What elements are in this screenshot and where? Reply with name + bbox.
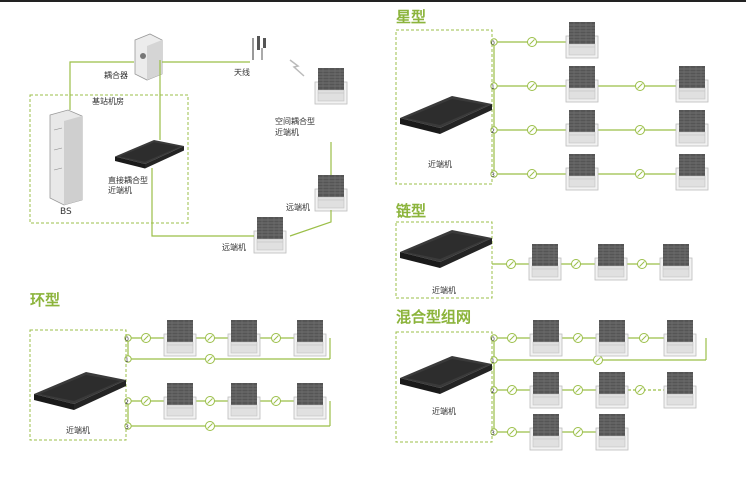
star-near-label: 近端机 (428, 159, 452, 169)
star-port-3: 3 (491, 172, 495, 179)
star-near-boundary (395, 29, 493, 185)
remote-label-a: 远端机 (286, 202, 310, 212)
hybrid-title: 混合型组网 (396, 308, 471, 326)
bs-room-boundary (29, 94, 189, 224)
bs-to-coupler-line (69, 61, 134, 110)
star-remote-unit (675, 65, 709, 103)
hybrid-port-3: 3 (491, 430, 495, 437)
ring-port-2: 2 (125, 399, 129, 406)
hybrid-port-1: 1 (491, 358, 495, 365)
remote-a-to-remote-b-line (289, 210, 332, 237)
direct-coupled-near-unit (115, 140, 184, 169)
top-border (0, 0, 746, 2)
chain-near-boundary (395, 221, 493, 299)
near-to-remote-b-line (151, 168, 254, 237)
ring-title: 环型 (30, 291, 60, 309)
ring-port-3: 3 (125, 424, 129, 431)
chain-remote-unit (659, 243, 693, 281)
hybrid-remote-unit (529, 371, 563, 409)
ring-remote-unit (227, 382, 261, 420)
wireless-signal-icon (289, 59, 305, 77)
bs-room-label: 基站机房 (92, 96, 124, 106)
chain-near-unit (400, 230, 492, 268)
ring-near-boundary (29, 329, 127, 441)
ring-remote-unit (163, 319, 197, 357)
ring-near-unit (34, 372, 126, 410)
hybrid-port-2: 2 (491, 388, 495, 395)
star-port-2: 2 (491, 128, 495, 135)
bs-label: BS (60, 207, 72, 217)
space-coupled-near-unit (314, 67, 348, 105)
chain-remote-unit (528, 243, 562, 281)
hybrid-remote-unit (663, 319, 697, 357)
star-title: 星型 (396, 8, 426, 26)
ring-port-0: 0 (125, 336, 129, 343)
coupler-device (134, 33, 163, 81)
star-remote-unit (565, 153, 599, 191)
antenna-icon (252, 36, 266, 60)
hybrid-near-unit (400, 356, 492, 394)
chain-near-label: 近端机 (432, 285, 456, 295)
ring-remote-unit (163, 382, 197, 420)
chain-topology-section: 链型 近端机 (395, 202, 693, 299)
space-coupled-label-1: 空间耦合型 (275, 116, 315, 126)
remote-unit-b (253, 216, 287, 254)
hybrid-port-0: 0 (491, 336, 495, 343)
star-remote-unit (675, 153, 709, 191)
chain-remote-unit (594, 243, 628, 281)
hybrid-near-label: 近端机 (432, 406, 456, 416)
hybrid-remote-unit (529, 319, 563, 357)
star-port-1: 1 (491, 84, 495, 91)
ring-near-label: 近端机 (66, 425, 90, 435)
star-remote-unit (565, 109, 599, 147)
direct-coupled-label-2: 近端机 (108, 185, 132, 195)
hybrid-remote-unit (595, 319, 629, 357)
ring-remote-unit (293, 319, 327, 357)
star-near-unit (400, 96, 492, 134)
antenna-label: 天线 (234, 67, 250, 77)
hybrid-remote-unit (595, 413, 629, 451)
ring-topology-section: 环型 近端机 0 1 2 3 (29, 291, 331, 441)
ring-port-1: 1 (125, 357, 129, 364)
remote-unit-a (314, 174, 348, 212)
hybrid-remote-unit (663, 371, 697, 409)
star-remote-unit (565, 21, 599, 59)
star-remote-unit (675, 109, 709, 147)
ring-remote-unit (227, 319, 261, 357)
direct-coupled-label-1: 直接耦合型 (108, 175, 148, 185)
chain-title: 链型 (396, 202, 426, 220)
remote-label-b: 远端机 (222, 242, 246, 252)
ring-remote-unit (293, 382, 327, 420)
bs-cabinet (49, 109, 83, 206)
hybrid-remote-unit (595, 371, 629, 409)
hybrid-remote-unit (529, 413, 563, 451)
base-station-section: 基站机房 BS 耦合器 天线 直接耦合 (29, 33, 348, 254)
hybrid-topology-section: 混合型组网 近端机 0 1 2 3 (395, 308, 707, 451)
space-coupled-label-2: 近端机 (275, 127, 299, 137)
star-port-0: 0 (491, 40, 495, 47)
coupler-label: 耦合器 (104, 70, 128, 80)
star-topology-section: 星型 近端机 0 1 2 3 (395, 8, 709, 191)
star-remote-unit (565, 65, 599, 103)
